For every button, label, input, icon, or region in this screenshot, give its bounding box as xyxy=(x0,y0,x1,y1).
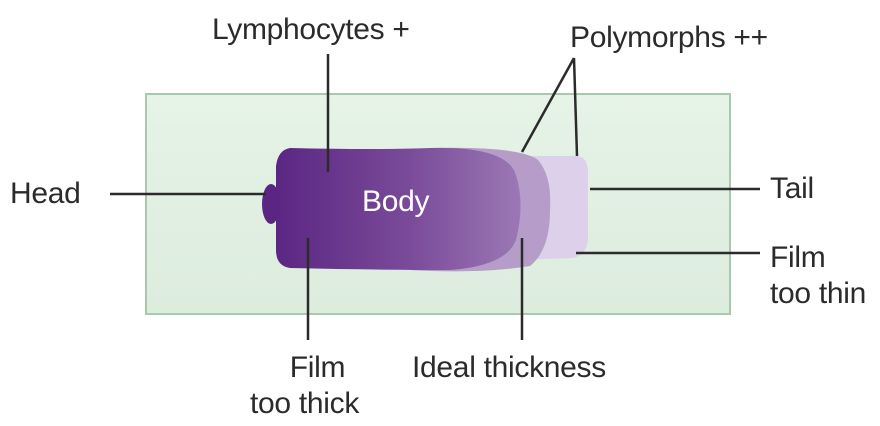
label-film-too-thick: Film too thick xyxy=(250,350,359,422)
label-tail: Tail xyxy=(770,171,814,207)
smear-head xyxy=(262,184,280,224)
label-film-too-thick-line2: too thick xyxy=(250,386,359,422)
label-body: Body xyxy=(362,184,429,220)
label-film-too-thin: Film too thin xyxy=(770,240,866,312)
label-film-too-thin-line1: Film xyxy=(770,240,866,276)
label-lymphocytes: Lymphocytes + xyxy=(212,12,410,48)
label-head: Head xyxy=(10,176,81,212)
label-ideal-thickness: Ideal thickness xyxy=(412,350,606,386)
label-polymorphs: Polymorphs ++ xyxy=(570,20,768,56)
label-film-too-thin-line2: too thin xyxy=(770,276,866,312)
label-film-too-thick-line1: Film xyxy=(250,350,359,386)
